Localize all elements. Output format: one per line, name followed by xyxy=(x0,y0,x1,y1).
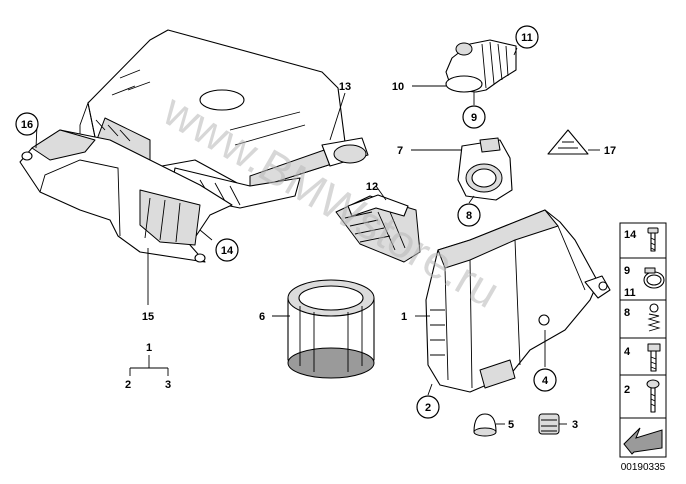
part-10-intake-hose[interactable] xyxy=(445,39,517,93)
legend-label-14: 14 xyxy=(624,229,637,241)
callout-11-diagram[interactable]: 11 xyxy=(521,32,533,44)
legend-spring-screw-icon xyxy=(647,303,661,332)
callout-15[interactable]: 15 xyxy=(142,311,154,323)
legend-bolt-4-icon xyxy=(647,343,661,372)
callout-13[interactable]: 13 xyxy=(339,81,351,93)
callout-10[interactable]: 10 xyxy=(392,81,404,93)
part-15-air-duct[interactable] xyxy=(19,129,233,263)
part-3-rubber-mount[interactable] xyxy=(538,413,560,435)
legend-label-8: 8 xyxy=(624,307,630,319)
legend-hose-clamp-icon xyxy=(643,267,665,289)
callout-circles xyxy=(15,25,557,419)
legend-label-2: 2 xyxy=(624,384,630,396)
callout-5[interactable]: 5 xyxy=(508,419,514,431)
legend-label-4: 4 xyxy=(624,346,631,358)
legend-label-11: 11 xyxy=(624,287,636,299)
diagram-id: 00190335 xyxy=(621,462,666,473)
tree-parent-label: 1 xyxy=(146,342,152,354)
legend-direction-arrow-icon xyxy=(623,427,663,455)
part-1-filter-housing[interactable] xyxy=(425,209,611,393)
callout-4-diagram[interactable]: 4 xyxy=(542,375,549,387)
callout-17[interactable]: 17 xyxy=(604,145,616,157)
legend-label-9: 9 xyxy=(624,265,630,277)
part-6-filter-element[interactable] xyxy=(287,279,375,379)
part-12-intake-bellows[interactable] xyxy=(335,194,421,263)
callout-12[interactable]: 12 xyxy=(366,181,378,193)
callout-9-diagram[interactable]: 9 xyxy=(471,112,477,124)
callout-3-diagram[interactable]: 3 xyxy=(572,419,578,431)
legend-screw-2-icon xyxy=(646,379,660,413)
callout-6[interactable]: 6 xyxy=(259,311,265,323)
legend-screw-14-icon xyxy=(647,227,659,252)
tree-left-label: 2 xyxy=(125,379,131,391)
hardware-legend xyxy=(619,222,667,458)
callout-7[interactable]: 7 xyxy=(397,145,403,157)
callout-16[interactable]: 16 xyxy=(21,119,33,131)
callout-14-diagram[interactable]: 14 xyxy=(221,245,234,257)
callout-8-diagram[interactable]: 8 xyxy=(466,210,472,222)
part-17-warning-label[interactable] xyxy=(547,129,589,155)
part-7-mass-air-flow-sensor[interactable] xyxy=(457,137,513,201)
tree-right-label: 3 xyxy=(165,379,171,391)
leader-lines xyxy=(35,47,600,425)
part-5-grommet[interactable] xyxy=(473,413,497,437)
callout-1[interactable]: 1 xyxy=(401,311,407,323)
callout-2-diagram[interactable]: 2 xyxy=(425,402,431,414)
